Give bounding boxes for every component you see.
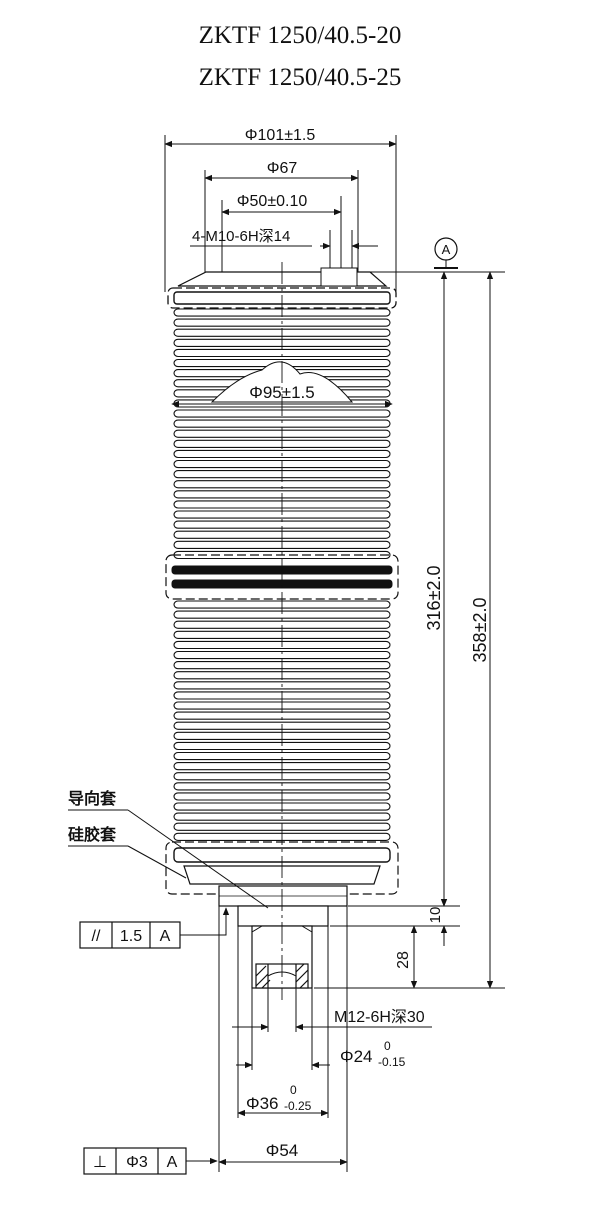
dim-67-diameter: Φ67 — [267, 160, 298, 177]
perpendicularity-frame: ⊥ Φ3 A — [83, 1147, 218, 1175]
datum-a-label: A — [442, 242, 451, 257]
dim-top-thread: 4-M10-6H深14 — [192, 228, 290, 245]
dim-body-diameter: Φ95±1.5 — [249, 383, 314, 402]
bottom-conductor — [218, 885, 348, 989]
right-dimensions — [314, 271, 505, 989]
dim-length-358: 358±2.0 — [470, 598, 490, 663]
dim-24-diameter: Φ24 — [340, 1047, 372, 1066]
label-guide-sleeve: 导向套 — [68, 789, 117, 808]
label-leaders — [68, 809, 269, 909]
dim-36-lower-tol: -0.25 — [284, 1099, 312, 1113]
dim-flange-diameter: Φ101±1.5 — [245, 127, 316, 144]
dim-36-diameter: Φ36 — [246, 1094, 278, 1113]
dim-24-upper-tol: 0 — [384, 1039, 391, 1053]
datum-a-marker: A — [434, 237, 458, 269]
dim-height-10: 10 — [427, 907, 444, 924]
dim-24-lower-tol: -0.15 — [378, 1055, 406, 1069]
dim-bottom-thread: M12-6H深30 — [334, 1008, 425, 1026]
parallel-datum: A — [160, 928, 171, 945]
dim-36-upper-tol: 0 — [290, 1083, 297, 1097]
model-title-2: ZKTF 1250/40.5-25 — [198, 64, 402, 91]
label-silicone-sleeve: 硅胶套 — [68, 825, 117, 844]
dim-50-diameter: Φ50±0.10 — [237, 193, 308, 210]
perpendicular-datum: A — [167, 1154, 178, 1171]
rib — [173, 782, 391, 791]
parallelism-frame: // 1.5 A — [79, 907, 230, 949]
dim-length-316: 316±2.0 — [424, 566, 444, 631]
bottom-dimensions — [218, 906, 432, 1172]
parallel-value: 1.5 — [120, 928, 142, 945]
dim-height-28: 28 — [395, 951, 412, 969]
parallel-symbol: // — [92, 928, 101, 945]
top-dimensions — [164, 135, 397, 292]
dim-54-diameter: Φ54 — [266, 1141, 298, 1160]
perpendicular-value: Φ3 — [126, 1154, 148, 1171]
model-title-1: ZKTF 1250/40.5-20 — [198, 22, 402, 49]
perpendicular-symbol: ⊥ — [93, 1154, 107, 1171]
